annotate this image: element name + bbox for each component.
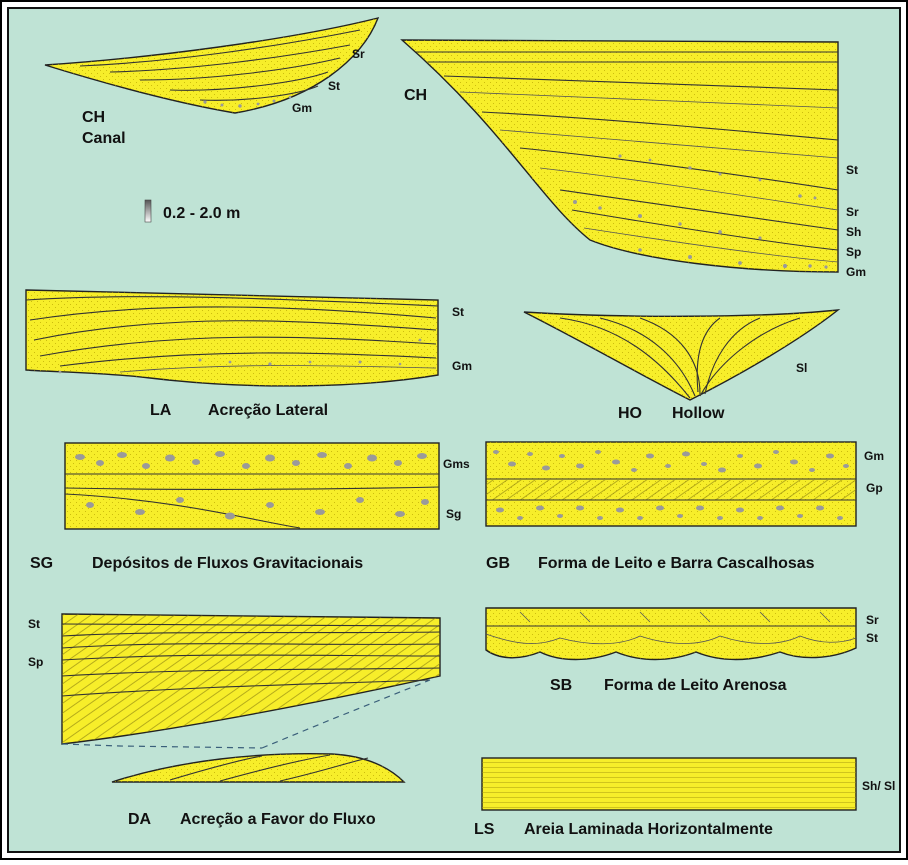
ch-large-facies-gm: Gm — [846, 265, 866, 279]
scale-bar-graphic — [145, 200, 151, 222]
la-code: LA — [150, 402, 172, 419]
sb-name: Forma de Leito Arenosa — [604, 677, 787, 694]
ch-canal-facies-gm: Gm — [292, 101, 312, 115]
ch-large-facies-sp: Sp — [846, 245, 861, 259]
sg-code: SG — [30, 555, 53, 572]
ls-name: Areia Laminada Horizontalmente — [524, 821, 773, 838]
ls-code: LS — [474, 821, 495, 838]
la-facies-gm: Gm — [452, 359, 472, 373]
sb-facies-st: St — [866, 631, 878, 645]
gb-facies-gp: Gp — [866, 481, 883, 495]
da-facies-sp: Sp — [28, 655, 43, 669]
ch-canal-facies-sr: Sr — [352, 47, 365, 61]
ch-large-facies-sh: Sh — [846, 225, 861, 239]
ho-facies-sl: Sl — [796, 361, 807, 375]
sb-facies-sr: Sr — [866, 613, 879, 627]
ch-canal-name: Canal — [82, 130, 126, 147]
ho-name: Hollow — [672, 405, 725, 422]
sg-name: Depósitos de Fluxos Gravitacionais — [92, 555, 363, 572]
da-code: DA — [128, 811, 152, 828]
gb-name: Forma de Leito e Barra Cascalhosas — [538, 555, 815, 572]
ho-code: HO — [618, 405, 642, 422]
scale-bar-label: 0.2 - 2.0 m — [163, 205, 240, 222]
ls-facies-sh-sl: Sh/ Sl — [862, 779, 895, 793]
da-name: Acreção a Favor do Fluxo — [180, 811, 376, 828]
la-name: Acreção Lateral — [208, 402, 328, 419]
ch-canal-code: CH — [82, 109, 105, 126]
la-facies-st: St — [452, 305, 464, 319]
gb-code: GB — [486, 555, 510, 572]
ch-large-facies-sr: Sr — [846, 205, 859, 219]
ch-large-facies-st: St — [846, 163, 858, 177]
da-facies-st: St — [28, 617, 40, 631]
ch-canal-facies-st: St — [328, 79, 340, 93]
ch-large-code: CH — [404, 87, 427, 104]
gb-facies-gm: Gm — [864, 449, 884, 463]
sg-facies-sg: Sg — [446, 507, 461, 521]
sb-code: SB — [550, 677, 572, 694]
sg-facies-gms: Gms — [443, 457, 470, 471]
